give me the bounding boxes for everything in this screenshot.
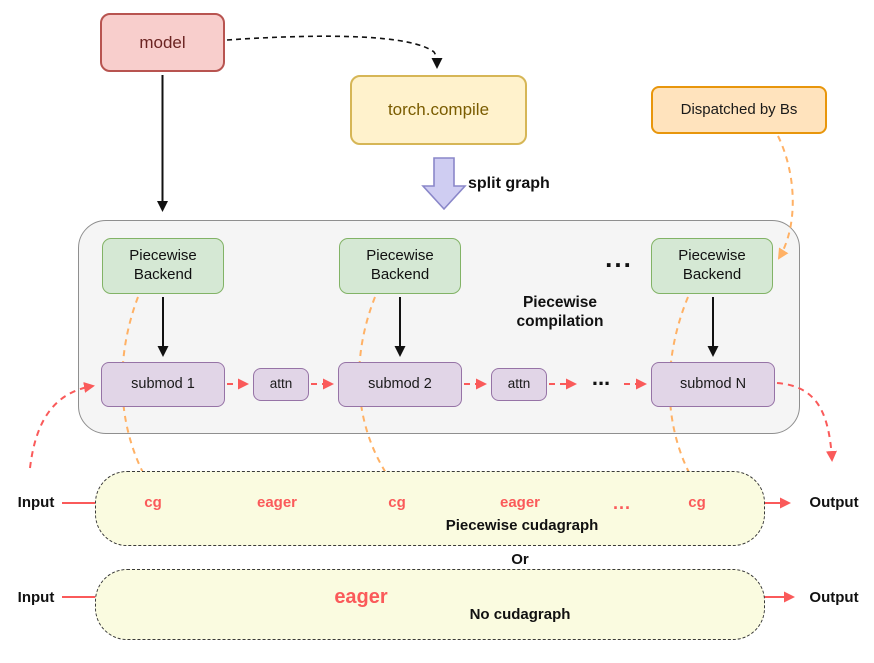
piecewise-backend-1-node: Piecewise Backend [102,238,224,294]
cg-3-label: cg [688,494,706,511]
torch-compile-node: torch.compile [350,75,527,145]
backend-ellipsis: ... [605,243,633,273]
output-label-1: Output [809,494,859,511]
piecewise-cudagraph-label: Piecewise cudagraph [445,517,599,534]
output-label-2: Output [809,589,859,606]
dispatched-by-bs-node: Dispatched by Bs [651,86,827,134]
eager-1-label: eager [256,494,298,511]
submod-n-node: submod N [651,362,775,407]
attn-1-node: attn [253,368,309,401]
submod-2-node: submod 2 [338,362,462,407]
model-node: model [100,13,225,72]
attn-2-node: attn [491,368,547,401]
eager-label-big: eager [334,586,388,608]
or-label: Or [511,551,529,568]
cg-1-label: cg [144,494,162,511]
input-label-1: Input [17,494,55,511]
piecewise-cudagraph-region [95,471,765,546]
submod-ellipsis: ... [591,365,611,390]
split-graph-label: split graph [468,175,550,192]
piecewise-backend-n-node: Piecewise Backend [651,238,773,294]
submod-1-node: submod 1 [101,362,225,407]
cg-2-label: cg [388,494,406,511]
piecewise-compilation-text: Piecewise compilation [516,294,604,331]
piecewise-compilation-label: Piecewise compilation [476,293,644,332]
no-cudagraph-region [95,569,765,640]
piecewise-backend-2-node: Piecewise Backend [339,238,461,294]
no-cudagraph-label: No cudagraph [469,606,571,623]
input-label-2: Input [17,589,55,606]
cudagraph-row-ellipsis: ... [612,493,631,513]
eager-2-label: eager [499,494,541,511]
